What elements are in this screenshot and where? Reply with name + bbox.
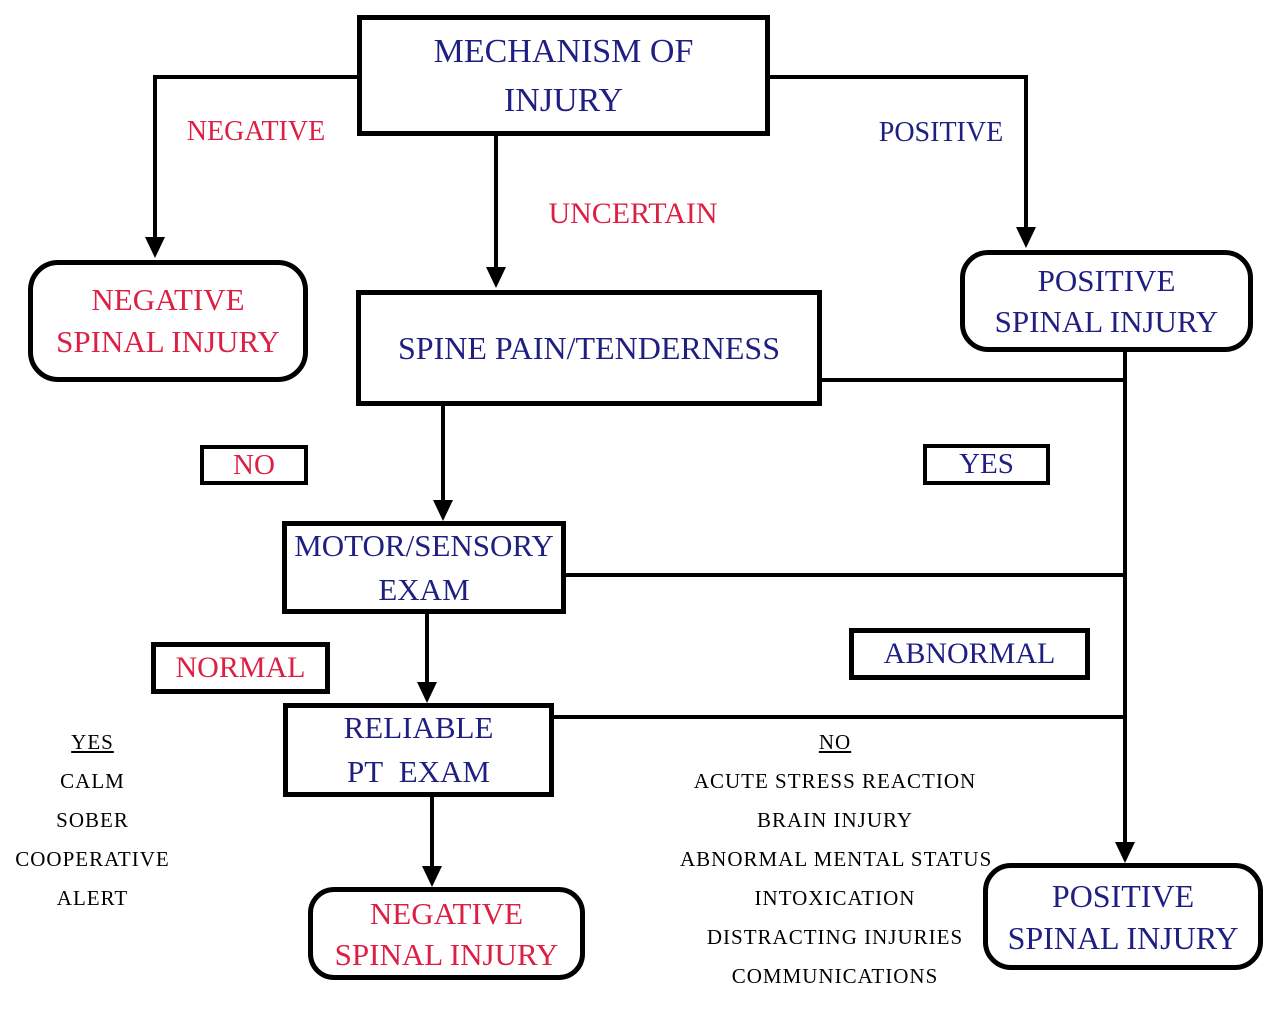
no-criteria-item: DISTRACTING INJURIES	[706, 925, 964, 949]
arrowhead-reliable-exam-icon	[417, 682, 437, 703]
node-reliable-pt-exam: RELIABLE PT EXAM	[283, 703, 554, 797]
no-criteria-item: BRAIN INJURY	[756, 808, 914, 832]
node-negative-bottom-line1: NEGATIVE	[369, 895, 524, 931]
edge-label-uncertain-text: UNCERTAIN	[548, 197, 718, 230]
decision-label-abnormal: ABNORMAL	[849, 628, 1090, 680]
edge-label-uncertain: UNCERTAIN	[528, 197, 738, 231]
node-mechanism-line1: MECHANISM OF	[433, 32, 694, 70]
edge-mechanism-to-positive-hline	[768, 75, 1028, 79]
node-negative-spinal-injury-top: NEGATIVE SPINAL INJURY	[28, 260, 308, 382]
node-negative-spinal-injury-bottom: NEGATIVE SPINAL INJURY	[308, 887, 585, 980]
node-motor-line1: MOTOR/SENSORY	[294, 527, 554, 563]
no-criteria-item: ABNORMAL MENTAL STATUS	[680, 847, 993, 871]
no-criteria-header: NO	[818, 730, 852, 754]
edge-label-negative-text: NEGATIVE	[186, 116, 326, 147]
yes-criteria-item: CALM	[60, 769, 125, 793]
decision-label-normal: NORMAL	[151, 642, 330, 694]
node-negative-bottom-line2: SPINAL INJURY	[334, 936, 559, 972]
edge-reliable-to-negative-vline	[430, 795, 434, 868]
node-positive-bottom-line2: SPINAL INJURY	[1007, 919, 1239, 956]
decision-abnormal-text: ABNORMAL	[883, 637, 1056, 670]
arrowhead-positive-branch-icon	[1016, 227, 1036, 248]
node-spine-pain-label: SPINE PAIN/TENDERNESS	[398, 329, 780, 366]
decision-normal-text: NORMAL	[175, 651, 306, 684]
edge-motor-to-reliable-vline	[425, 612, 429, 684]
edge-right-collector-vline	[1123, 350, 1127, 844]
edge-motor-abnormal-hline	[564, 573, 1127, 577]
node-mechanism-line2: INJURY	[503, 81, 624, 119]
edge-label-negative: NEGATIVE	[166, 116, 346, 148]
edge-reliable-no-hline	[552, 715, 1127, 719]
node-positive-spinal-injury-top: POSITIVE SPINAL INJURY	[960, 250, 1253, 352]
no-criteria-item: COMMUNICATIONS	[731, 964, 939, 988]
reliable-exam-no-criteria-list: NO ACUTE STRESS REACTION BRAIN INJURY AB…	[680, 723, 993, 996]
arrowhead-negative-bottom-icon	[422, 866, 442, 887]
yes-criteria-item: ALERT	[56, 886, 129, 910]
yes-criteria-item: COOPERATIVE	[15, 847, 170, 871]
edge-mechanism-to-spinepain-vline	[494, 134, 498, 269]
decision-no-text: NO	[233, 448, 275, 481]
edge-mechanism-to-negative-hline	[153, 75, 361, 79]
node-motor-sensory-exam: MOTOR/SENSORY EXAM	[282, 521, 566, 614]
edge-spinepain-to-motor-vline	[441, 404, 445, 502]
arrowhead-positive-bottom-icon	[1115, 842, 1135, 863]
node-motor-line2: EXAM	[378, 571, 470, 607]
node-positive-spinal-injury-bottom: POSITIVE SPINAL INJURY	[983, 863, 1263, 970]
edge-mechanism-to-positive-vline	[1024, 75, 1028, 229]
edge-spinepain-yes-hline	[822, 378, 1127, 382]
decision-yes-text: YES	[959, 448, 1014, 480]
edge-mechanism-to-negative-vline	[153, 75, 157, 239]
node-reliable-line2: PT EXAM	[347, 754, 490, 789]
node-mechanism-of-injury: MECHANISM OF INJURY	[357, 15, 770, 136]
node-negative-top-line1: NEGATIVE	[91, 282, 245, 317]
edge-label-positive-text: POSITIVE	[878, 117, 1004, 148]
no-criteria-item: INTOXICATION	[754, 886, 916, 910]
node-negative-top-line2: SPINAL INJURY	[56, 324, 280, 359]
yes-criteria-header: YES	[71, 730, 114, 754]
node-positive-top-line2: SPINAL INJURY	[994, 304, 1219, 339]
node-spine-pain-tenderness: SPINE PAIN/TENDERNESS	[356, 290, 822, 406]
decision-label-no: NO	[200, 445, 308, 485]
node-positive-top-line1: POSITIVE	[1037, 263, 1176, 298]
no-criteria-item: ACUTE STRESS REACTION	[693, 769, 977, 793]
node-positive-bottom-line1: POSITIVE	[1051, 877, 1195, 914]
yes-criteria-item: SOBER	[56, 808, 129, 832]
node-reliable-line1: RELIABLE	[343, 710, 494, 745]
decision-label-yes: YES	[923, 444, 1050, 485]
arrowhead-uncertain-branch-icon	[486, 267, 506, 288]
arrowhead-negative-branch-icon	[145, 237, 165, 258]
edge-label-positive: POSITIVE	[851, 117, 1031, 149]
arrowhead-motor-exam-icon	[433, 500, 453, 521]
reliable-exam-yes-criteria-list: YES CALM SOBER COOPERATIVE ALERT	[0, 723, 185, 918]
